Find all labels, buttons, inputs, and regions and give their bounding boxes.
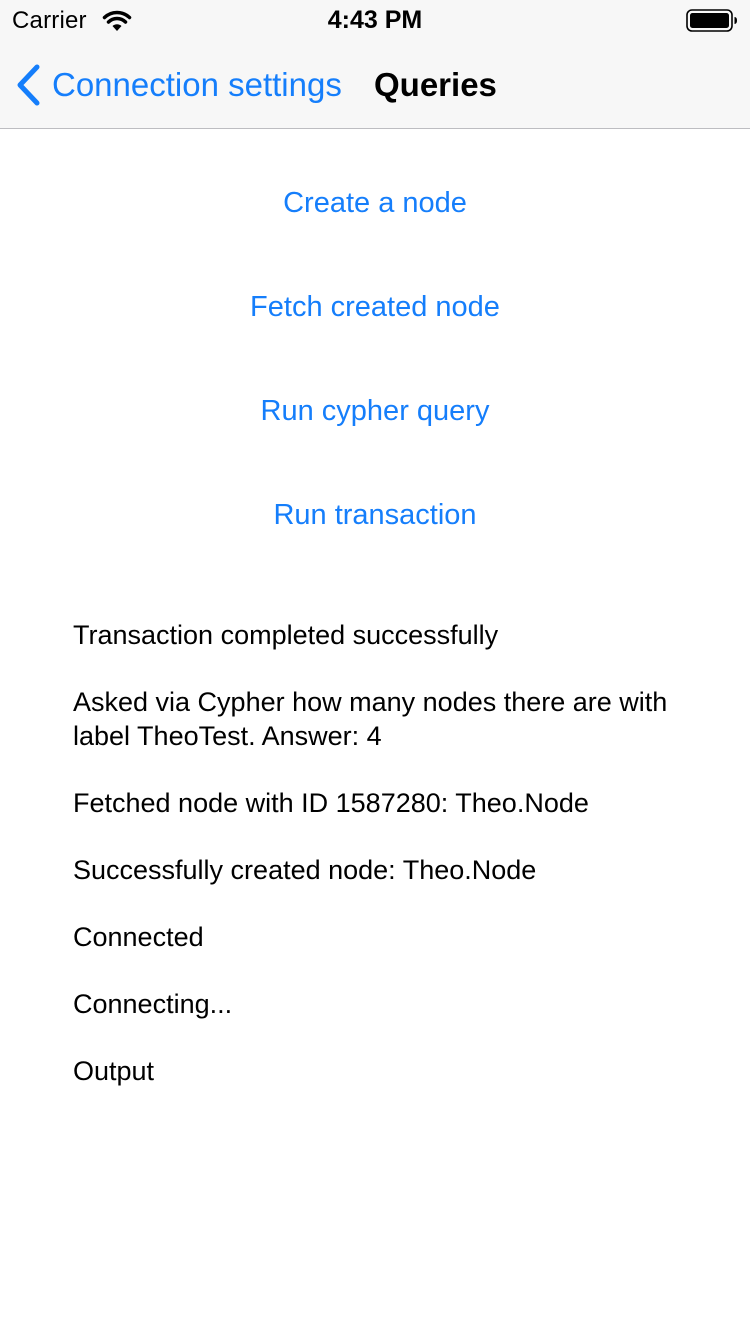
wifi-icon bbox=[102, 10, 132, 31]
back-button-label: Connection settings bbox=[52, 66, 342, 103]
back-button[interactable]: Connection settings bbox=[14, 62, 342, 108]
page-title: Queries bbox=[374, 66, 497, 103]
run-transaction-button[interactable]: Run transaction bbox=[0, 495, 750, 535]
status-bar: Carrier 4:43 PM bbox=[0, 0, 750, 40]
output-line: Successfully created node: Theo.Node bbox=[73, 855, 537, 885]
output-line: Transaction completed successfully bbox=[73, 620, 499, 650]
output-line: Connected bbox=[73, 922, 204, 952]
output-line: Connecting... bbox=[73, 989, 233, 1019]
create-node-button[interactable]: Create a node bbox=[0, 183, 750, 223]
fetch-node-button[interactable]: Fetch created node bbox=[0, 287, 750, 327]
output-log: Transaction completed successfully Asked… bbox=[73, 618, 673, 1121]
output-line: Fetched node with ID 1587280: Theo.Node bbox=[73, 788, 589, 818]
carrier-label: Carrier bbox=[12, 7, 87, 34]
output-line: Asked via Cypher how many nodes there ar… bbox=[73, 687, 668, 751]
status-time: 4:43 PM bbox=[327, 6, 423, 34]
battery-icon bbox=[686, 9, 737, 32]
navigation-bar: Connection settings Queries bbox=[0, 40, 750, 129]
run-cypher-query-button[interactable]: Run cypher query bbox=[0, 391, 750, 431]
output-line: Output bbox=[73, 1056, 155, 1086]
chevron-left-icon bbox=[17, 64, 40, 106]
